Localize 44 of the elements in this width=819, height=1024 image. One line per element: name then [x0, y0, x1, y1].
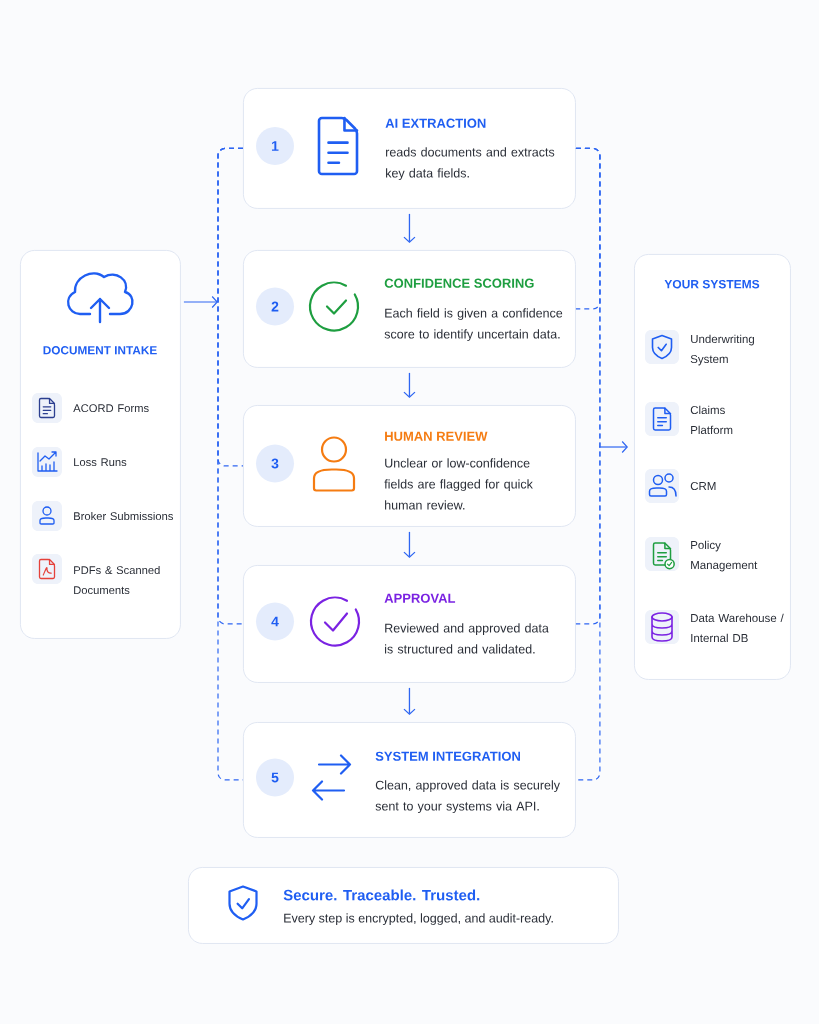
step-card — [243, 565, 576, 683]
list-item: Underwriting System — [690, 334, 754, 366]
step-description: reads documents and extracts key data fields. — [386, 147, 555, 180]
step-description: Reviewed and approved data is structured and validated. — [385, 623, 549, 654]
arrow — [403, 213, 416, 243]
step-title: HUMAN REVIEW — [385, 431, 488, 441]
list-item: Data Warehouse / Internal DB — [691, 613, 784, 643]
arrow — [598, 440, 628, 454]
list-item: Policy Management — [691, 540, 758, 572]
connector — [217, 147, 244, 781]
list-item: ACORD Forms — [73, 404, 149, 413]
step-card — [243, 405, 576, 527]
step-card — [243, 250, 576, 368]
panel-heading: DOCUMENT INTAKE — [43, 346, 157, 355]
step-description: Unclear or low-confidence fields are flagged for quick human review. — [384, 458, 533, 510]
info-banner — [188, 867, 619, 944]
arrow — [403, 372, 416, 398]
list-item: PDFs & Scanned Documents — [74, 565, 160, 595]
step-title: SYSTEM INTEGRATION — [375, 751, 520, 761]
step-title: CONFIDENCE SCORING — [384, 278, 534, 288]
banner-text: Every step is encrypted, logged, and audit-ready. — [284, 913, 553, 925]
step-number: 1 — [256, 127, 294, 165]
arrow — [183, 295, 218, 309]
list-item: Loss Runs — [74, 458, 127, 467]
step-description: Clean, approved data is securely sent to your systems via API. — [375, 780, 560, 813]
step-number: 5 — [256, 758, 294, 797]
arrow — [403, 531, 416, 558]
arrow — [403, 687, 416, 715]
step-number: 3 — [256, 444, 294, 483]
panel-card — [634, 254, 791, 680]
banner-title: Secure. Traceable. Trusted. — [283, 889, 480, 901]
step-card — [243, 722, 576, 838]
step-number: 4 — [256, 602, 294, 641]
list-item: CRM — [690, 481, 716, 491]
list-item: Broker Submissions — [74, 511, 173, 521]
step-title: APPROVAL — [384, 593, 456, 603]
panel-heading: YOUR SYSTEMS — [664, 279, 760, 289]
step-number: 2 — [256, 287, 294, 326]
step-description: Each field is given a confidence score to identify uncertain data. — [384, 308, 563, 341]
step-card — [243, 88, 576, 209]
panel-card — [20, 250, 181, 639]
list-item: Claims Platform — [690, 405, 733, 435]
step-title: AI EXTRACTION — [385, 118, 486, 128]
connector — [575, 147, 601, 781]
